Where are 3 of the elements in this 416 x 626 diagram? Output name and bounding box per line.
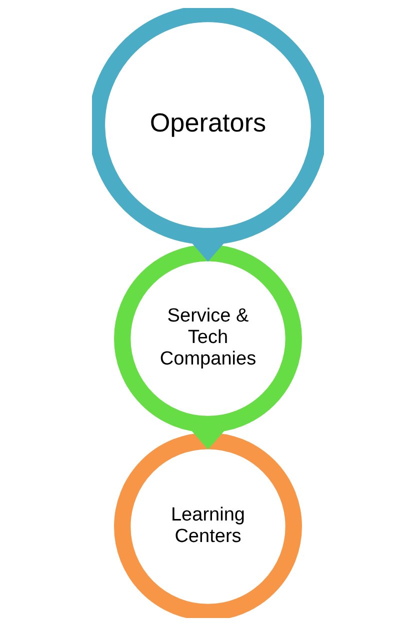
node-circle: Service & Tech Companies: [114, 244, 302, 433]
node-circle: Learning Centers: [114, 432, 302, 618]
node-circle: Operators: [92, 8, 324, 245]
